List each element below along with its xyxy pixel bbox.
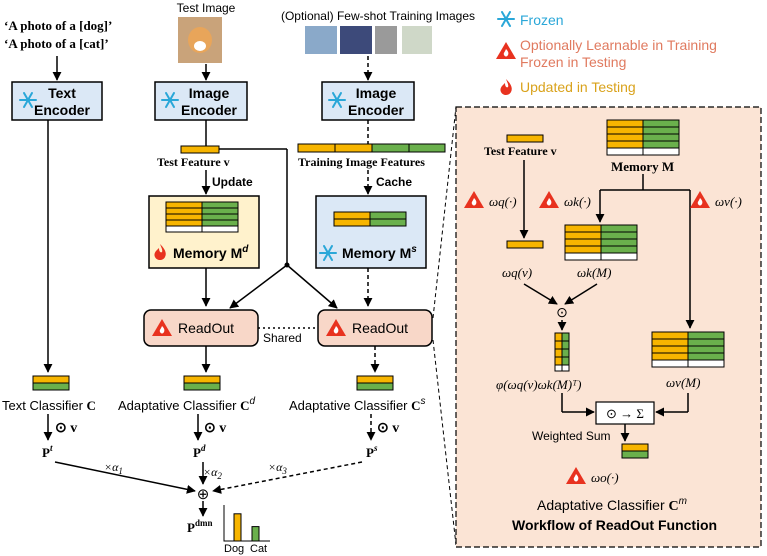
p-d-label: Pd xyxy=(193,443,206,460)
update-label: Update xyxy=(212,175,253,189)
wf-wv-m-label: ωv(M) xyxy=(666,375,700,390)
text-classifier-bar xyxy=(32,375,70,391)
fewshot-label: (Optional) Few-shot Training Images xyxy=(281,9,475,23)
adaptive-classifier-d-label: Adaptative Classifier Cd xyxy=(118,396,256,413)
alpha-2: ×α2 xyxy=(203,465,222,481)
legend-frozen: Frozen xyxy=(520,12,564,28)
wf-sum-op: ⊙ → Σ xyxy=(606,406,644,421)
wf-test-feature-bar xyxy=(506,134,544,143)
adaptive-classifier-s-label: Adaptative Classifier Cs xyxy=(289,396,426,413)
image-encoder-train-label-2: Encoder xyxy=(348,102,405,118)
memory-s-grid xyxy=(333,211,407,227)
p-dmn-label: Pdmn xyxy=(187,518,212,535)
oplus-icon: ⊕ xyxy=(197,487,210,503)
adaptive-classifier-s-bar xyxy=(356,375,394,391)
prompt-cat: ‘A photo of a [cat]’ xyxy=(4,36,109,51)
mini-bar-dog xyxy=(233,513,242,542)
image-encoder-test-label-2: Encoder xyxy=(181,102,238,118)
alpha-3: ×α3 xyxy=(268,460,287,476)
prompt-dog: ‘A photo of a [dog]’ xyxy=(4,18,112,33)
workflow-panel xyxy=(455,106,762,548)
wf-test-feature-label: Test Feature v xyxy=(484,144,557,158)
wf-wk-m-grid xyxy=(564,224,638,261)
dot-v-t: ⊙ v xyxy=(55,421,77,436)
bar-label-dog: Dog xyxy=(224,543,244,555)
wf-adaptive-classifier-label: Adaptative Classifier Cm xyxy=(537,496,687,514)
legend-learnable-1: Optionally Learnable in Training xyxy=(520,37,717,53)
p-s-label: Ps xyxy=(366,443,378,460)
wf-wo-op: ωo(·) xyxy=(591,470,619,485)
adaptive-classifier-d-bar xyxy=(183,375,221,391)
wf-wv-op: ωv(·) xyxy=(715,194,742,209)
wf-wk-op: ωk(·) xyxy=(564,194,591,209)
fewshot-image-3 xyxy=(375,26,397,54)
test-feature-bar xyxy=(180,145,220,154)
readout-d-label: ReadOut xyxy=(178,320,234,336)
wf-odot: ⊙ xyxy=(556,306,568,321)
memory-d-label: Memory Md xyxy=(173,244,249,261)
wf-wq-op: ωq(·) xyxy=(489,194,517,209)
text-encoder-label-2: Encoder xyxy=(34,102,91,118)
mini-bar-chart xyxy=(223,505,270,542)
text-encoder-label-1: Text xyxy=(48,85,76,101)
training-features-label: Training Image Features xyxy=(298,155,425,169)
legend-updated: Updated in Testing xyxy=(520,79,636,95)
mini-bar-cat xyxy=(251,526,260,542)
memory-s-box xyxy=(315,195,427,269)
dot-v-d: ⊙ v xyxy=(204,421,226,436)
memory-s-label: Memory Ms xyxy=(342,244,417,261)
cache-label: Cache xyxy=(376,175,412,189)
dot-v-s: ⊙ v xyxy=(377,421,399,436)
fewshot-image-2 xyxy=(340,26,372,54)
wf-wq-v-bar xyxy=(506,240,544,249)
p-t-label: Pt xyxy=(42,443,53,460)
wf-title: Workflow of ReadOut Function xyxy=(512,517,717,533)
shared-label: Shared xyxy=(263,331,302,345)
readout-s-label: ReadOut xyxy=(352,320,408,336)
fewshot-image-4 xyxy=(402,26,432,54)
wf-memory-grid xyxy=(606,119,680,156)
wf-output-bar xyxy=(621,443,649,459)
wf-attention-column xyxy=(554,332,570,372)
alpha-1: ×α1 xyxy=(104,460,123,476)
wf-wk-m-label: ωk(M) xyxy=(577,265,611,280)
bar-label-cat: Cat xyxy=(250,543,267,555)
fewshot-image-1 xyxy=(305,26,337,54)
text-classifier-label: Text Classifier C xyxy=(2,398,96,413)
legend-learnable-2: Frozen in Testing xyxy=(520,54,626,70)
image-encoder-train-label-1: Image xyxy=(356,85,397,101)
test-feature-label: Test Feature v xyxy=(157,155,230,169)
training-features-bar xyxy=(297,143,446,153)
memory-d-grid xyxy=(165,201,239,233)
wf-weighted-sum-label: Weighted Sum xyxy=(532,429,611,443)
wf-wq-v-label: ωq(v) xyxy=(502,265,532,280)
image-encoder-test-label-1: Image xyxy=(189,85,230,101)
wf-memory-label: Memory M xyxy=(611,159,674,174)
wf-wv-m-grid xyxy=(651,331,725,368)
test-image-label: Test Image xyxy=(177,1,236,15)
wf-phi-label: φ(ωq(v)ωk(M)ᵀ) xyxy=(496,377,581,392)
